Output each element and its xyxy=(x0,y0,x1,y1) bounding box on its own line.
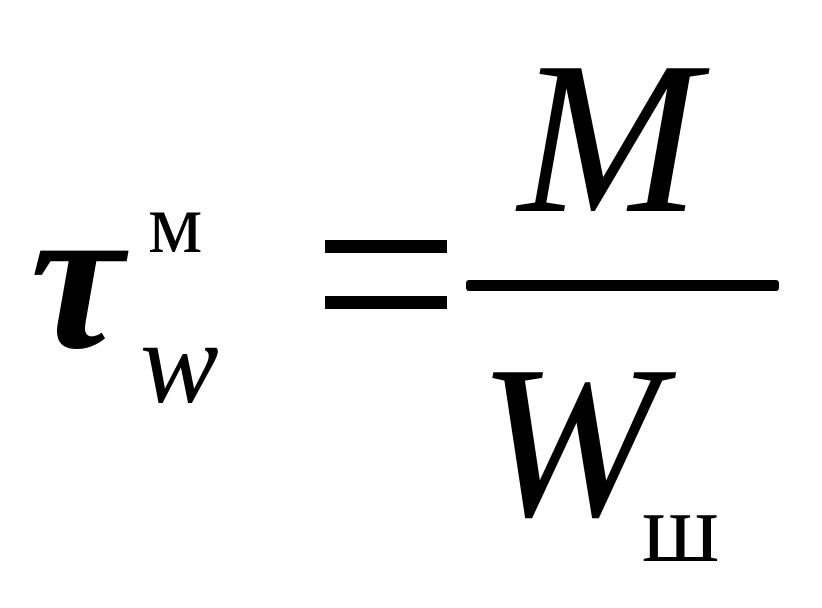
tau-superscript: м xyxy=(148,175,203,271)
equals-top-bar xyxy=(325,240,447,253)
numerator: M xyxy=(518,18,700,259)
denominator: W xyxy=(478,322,660,563)
denominator-subscript: ш xyxy=(642,472,720,583)
fraction-bar xyxy=(466,280,779,291)
tau-symbol: τ xyxy=(30,161,124,393)
equals-bottom-bar xyxy=(325,296,447,309)
tau-subscript: w xyxy=(140,297,219,428)
